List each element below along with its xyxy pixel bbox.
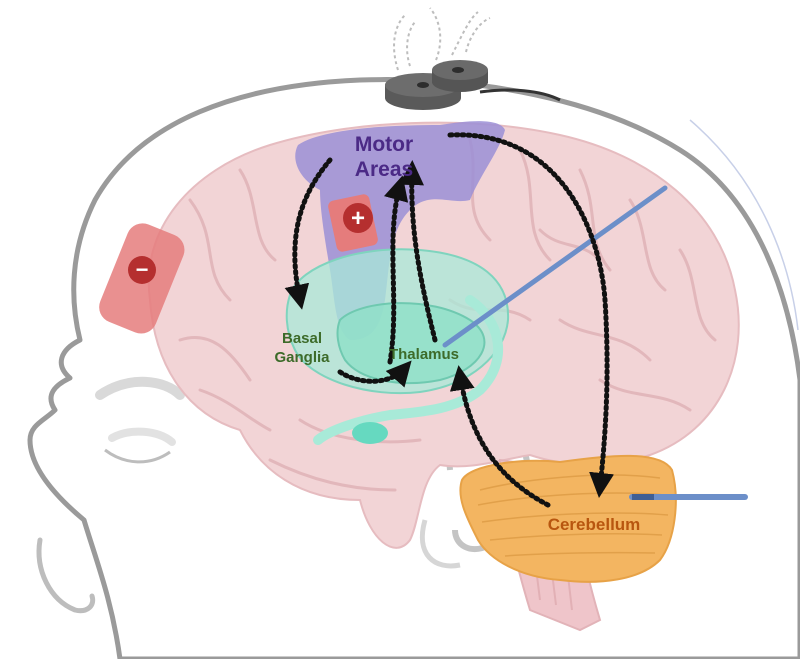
cerebellum-region [459, 454, 677, 583]
label-thalamus: Thalamus [389, 346, 459, 363]
pathway-arrows [284, 132, 614, 508]
label-basal-line2: Ganglia [274, 349, 330, 366]
nose [36, 537, 96, 614]
label-motor-line2: Areas [355, 158, 413, 181]
head-back-line [689, 119, 799, 331]
arrow-motor-to-basal [284, 157, 333, 310]
eye-shade [108, 427, 176, 446]
label-basal-line1: Basal [282, 330, 322, 347]
arrow-basal-to-thalamus [337, 360, 412, 388]
label-motor-line1: Motor [355, 133, 413, 156]
closed-eye [104, 448, 171, 464]
basal-ganglia-region [285, 248, 510, 445]
stimulator-device [385, 60, 561, 110]
arrow-thalamus-to-motor-1 [383, 175, 409, 365]
positive-sign: + [351, 205, 365, 232]
eyebrow [95, 376, 185, 400]
negative-sign: − [136, 257, 149, 282]
arrow-thalamus-to-motor-2 [399, 160, 438, 343]
jaw-line [419, 519, 461, 569]
positive-electrode: + [328, 194, 378, 252]
label-cerebellum: Cerebellum [548, 515, 641, 534]
negative-electrode: − [99, 223, 185, 334]
deep-brain-probe [442, 185, 668, 348]
arrow-cerebellum-to-thalamus [449, 365, 551, 508]
cerebellar-probe-tip [632, 494, 654, 500]
wireless-signal-icon [393, 7, 491, 71]
arrow-motor-to-cerebellum [447, 132, 614, 498]
